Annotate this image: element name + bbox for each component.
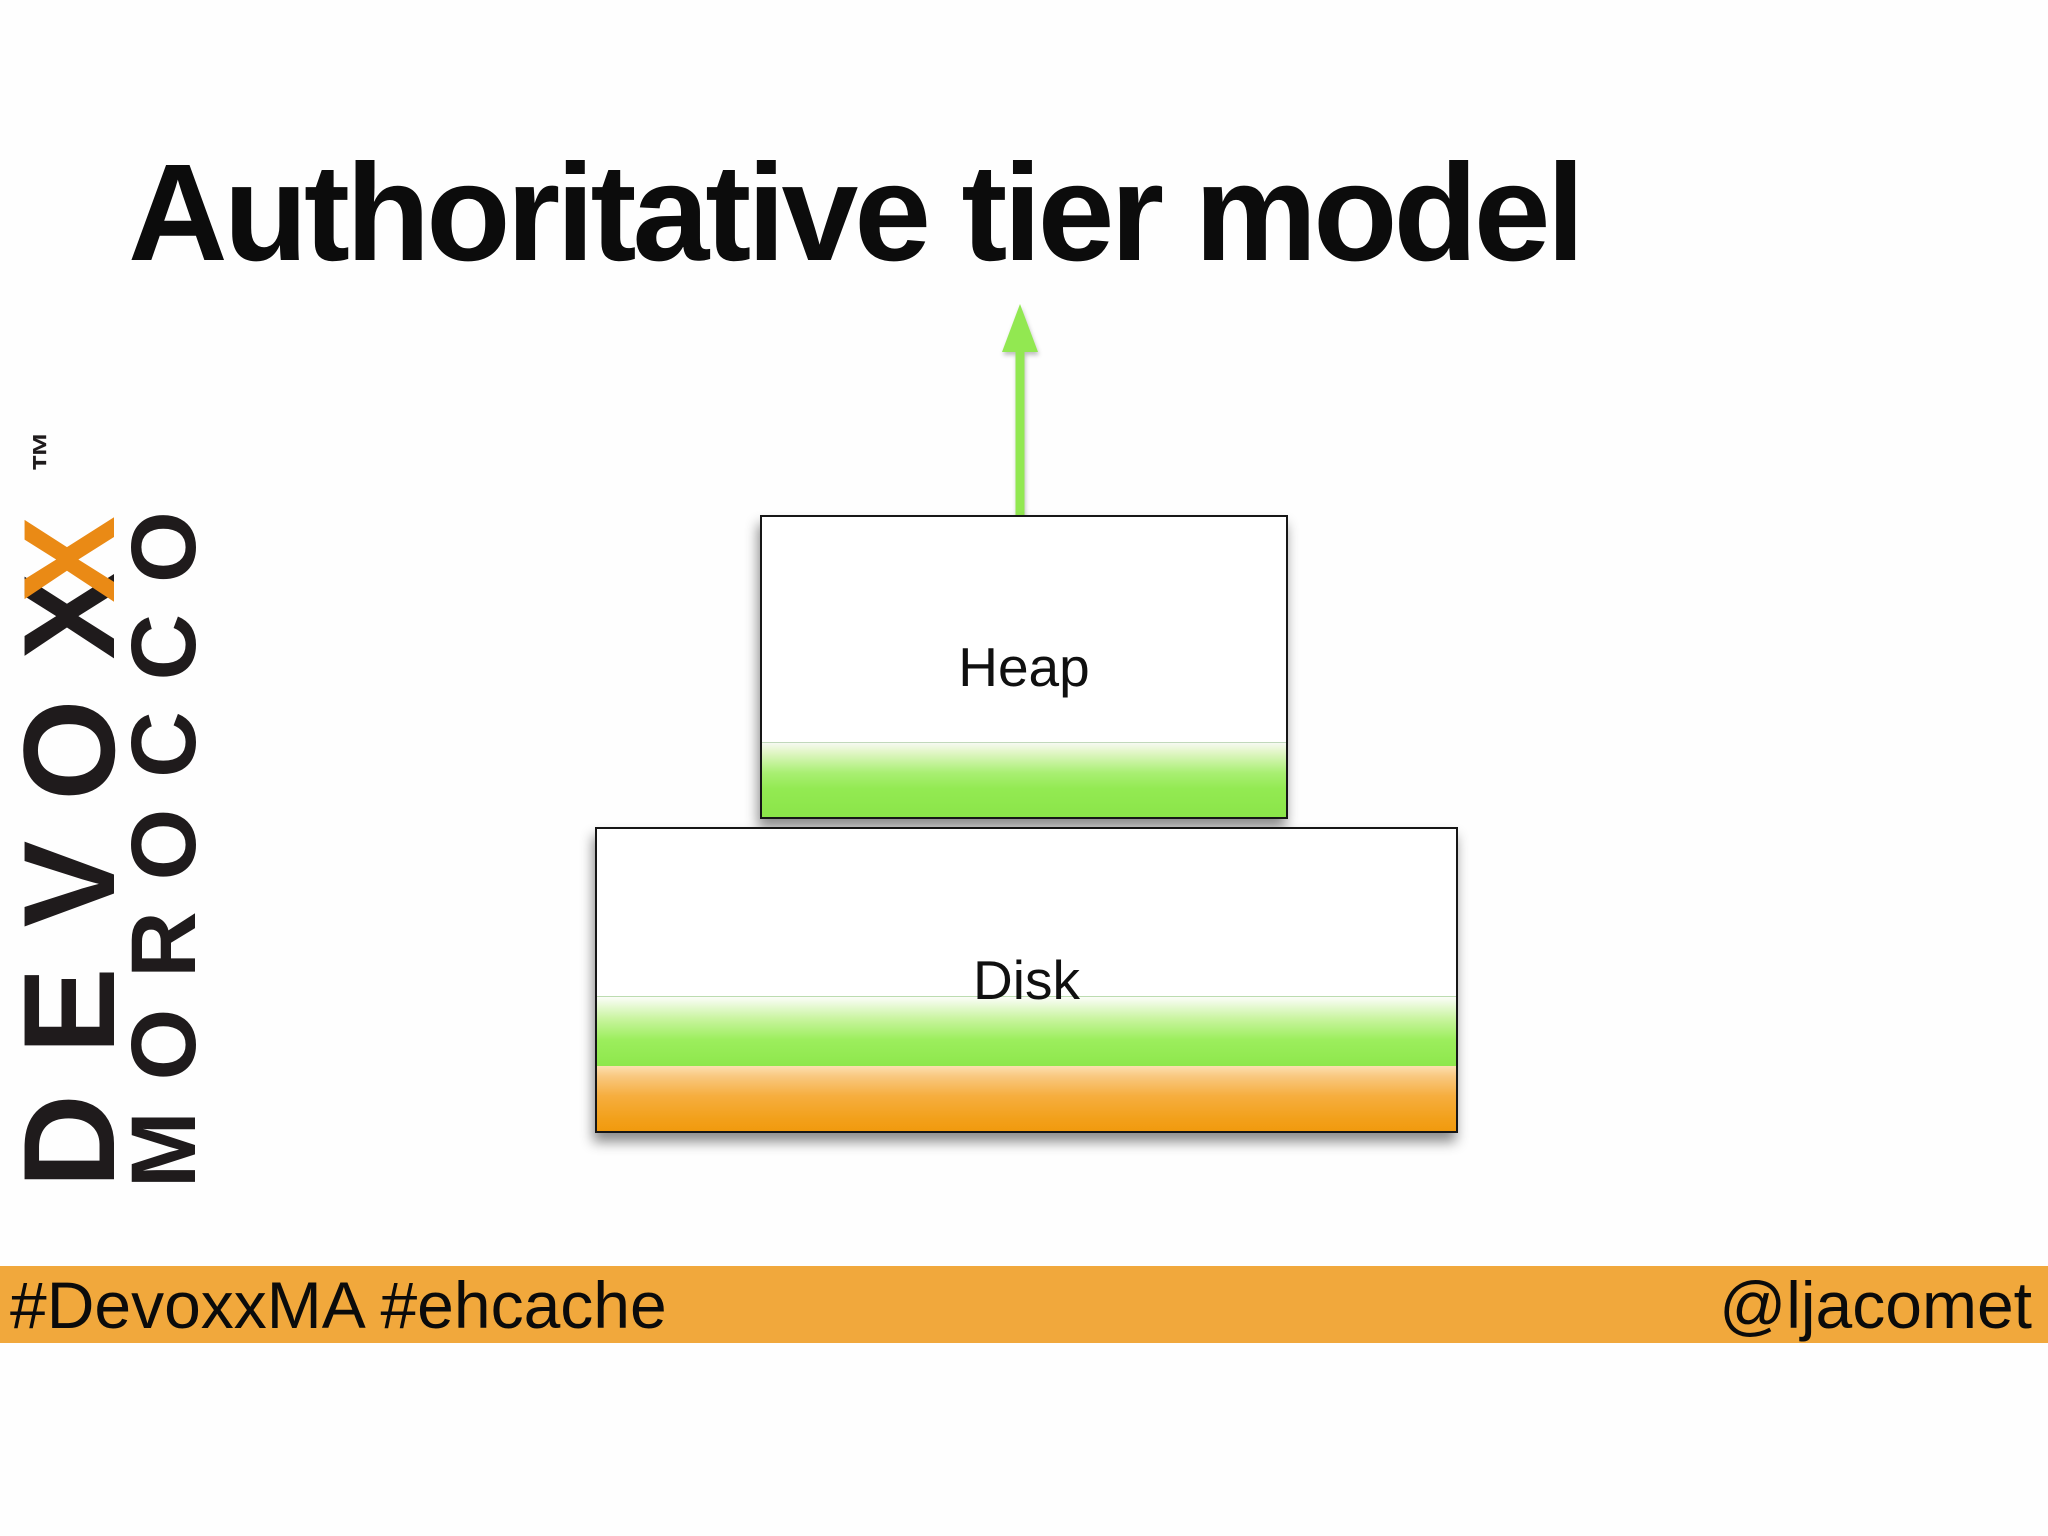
heap-tier-box: Heap bbox=[760, 515, 1288, 819]
disk-green-stripe bbox=[597, 996, 1456, 1066]
footer-twitter-handle: @ljacomet bbox=[1719, 1267, 2032, 1342]
footer-bar: #DevoxxMA #ehcache @ljacomet bbox=[0, 1266, 2048, 1343]
disk-tier-box: Disk bbox=[595, 827, 1458, 1133]
slide-title: Authoritative tier model bbox=[128, 136, 1585, 290]
heap-green-stripe bbox=[762, 742, 1286, 817]
logo-morocco-line: MOROCCO bbox=[113, 480, 215, 1188]
heap-label: Heap bbox=[958, 635, 1090, 698]
up-arrow-icon bbox=[1002, 304, 1038, 520]
trademark-symbol: ™ bbox=[24, 430, 71, 473]
disk-label: Disk bbox=[973, 948, 1080, 1011]
disk-orange-stripe bbox=[597, 1066, 1456, 1131]
footer-hashtags: #DevoxxMA #ehcache bbox=[10, 1267, 667, 1342]
